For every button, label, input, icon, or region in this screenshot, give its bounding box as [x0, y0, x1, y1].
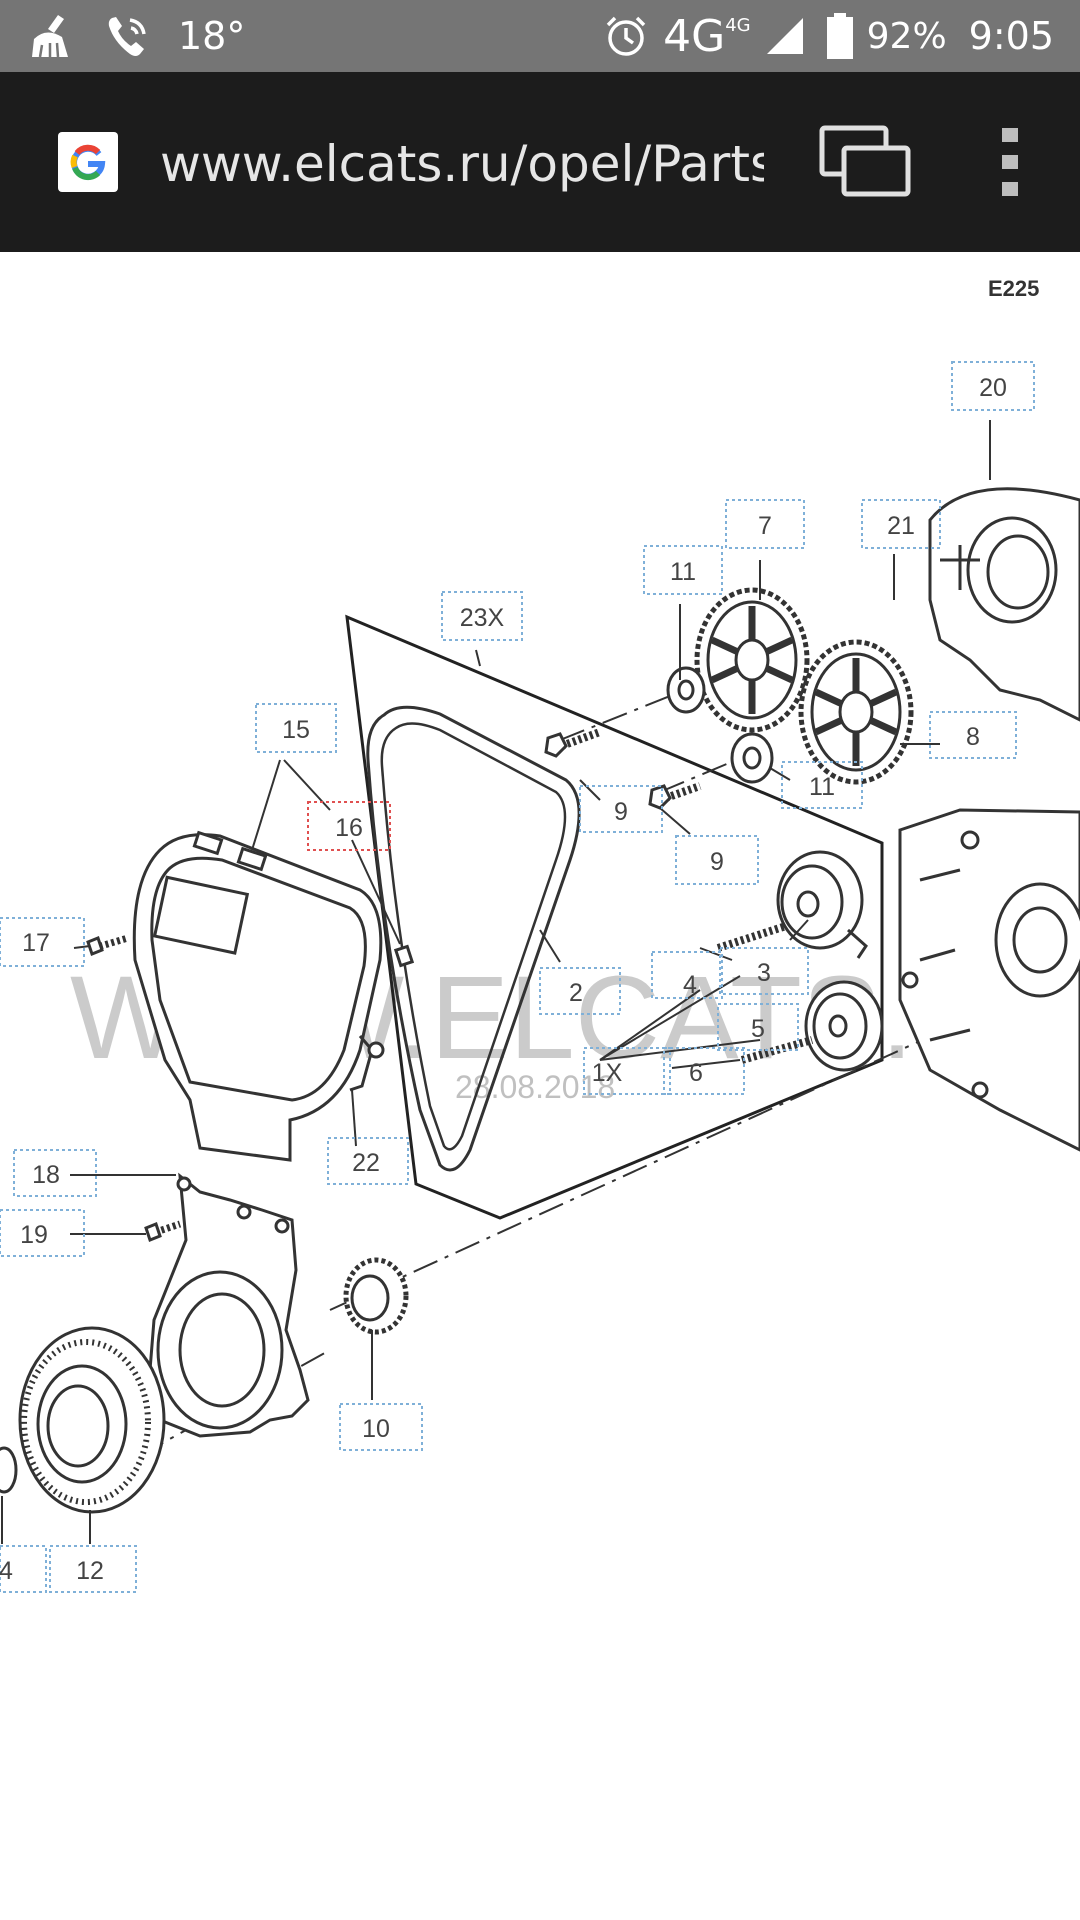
phone-wifi-icon: [108, 17, 146, 56]
callout-3[interactable]: 3: [757, 959, 771, 987]
network-type-small: 4G: [725, 14, 751, 36]
network-type: 4G: [663, 10, 726, 62]
battery-icon: [826, 13, 853, 59]
tensioner-pulley: [776, 850, 868, 959]
parts-diagram: E225 WWW.ELCATS.RU 28.08.2018: [0, 276, 1080, 1593]
google-icon[interactable]: [58, 132, 118, 192]
cam-sprocket-8: [798, 639, 914, 785]
callout-10[interactable]: 10: [362, 1415, 390, 1443]
callout-20[interactable]: 20: [979, 374, 1007, 402]
temperature: 18°: [178, 14, 246, 58]
callout-11a[interactable]: 11: [670, 558, 696, 586]
cam-sprocket-7: [694, 587, 810, 733]
callout-2[interactable]: 2: [569, 979, 583, 1007]
engine-block: [898, 808, 1080, 1152]
tabs-icon[interactable]: [818, 124, 914, 200]
callout-14[interactable]: 4: [0, 1557, 13, 1585]
rear-cover: [928, 487, 1080, 722]
browser-toolbar: www.elcats.ru/opel/Parts: [0, 72, 1080, 252]
crank-sprocket: [343, 1257, 409, 1335]
callout-11b[interactable]: 11: [809, 773, 835, 801]
callout-7[interactable]: 7: [758, 512, 772, 540]
kit-box: [345, 614, 884, 1220]
callout-18[interactable]: 18: [32, 1161, 60, 1189]
callout-12[interactable]: 12: [76, 1557, 104, 1585]
alarm-icon: [606, 16, 646, 56]
callout-9a[interactable]: 9: [614, 798, 628, 826]
idler-pulley: [804, 980, 884, 1072]
callout-16[interactable]: 16: [335, 814, 363, 842]
battery-percent: 92%: [866, 15, 947, 57]
timing-belt: [366, 705, 581, 1172]
diagram-code: E225: [988, 276, 1039, 301]
callout-9b[interactable]: 9: [710, 848, 724, 876]
callout-21[interactable]: 21: [887, 512, 915, 540]
callout-23x[interactable]: 23X: [460, 604, 505, 632]
callout-22[interactable]: 22: [352, 1149, 380, 1177]
url-bar[interactable]: www.elcats.ru/opel/Parts: [160, 135, 764, 193]
callout-8[interactable]: 8: [966, 723, 980, 751]
callout-15[interactable]: 15: [282, 716, 310, 744]
status-bar: 18° 4G 4G 92% 9:05: [0, 0, 1080, 72]
callout-4[interactable]: 4: [683, 971, 697, 999]
callout-6[interactable]: 6: [689, 1059, 703, 1087]
callout-19[interactable]: 19: [20, 1221, 48, 1249]
signal-icon: [766, 18, 803, 54]
lower-rear-cover: [148, 1172, 310, 1438]
crank-pulley: [0, 1326, 166, 1514]
cleaner-icon: [32, 15, 68, 58]
callout-17[interactable]: 17: [22, 929, 50, 957]
clock: 9:05: [968, 14, 1054, 58]
front-cover: [132, 830, 383, 1162]
callout-1x[interactable]: 1X: [592, 1059, 623, 1087]
callout-5[interactable]: 5: [751, 1015, 765, 1043]
overflow-menu-icon[interactable]: [988, 124, 1032, 200]
